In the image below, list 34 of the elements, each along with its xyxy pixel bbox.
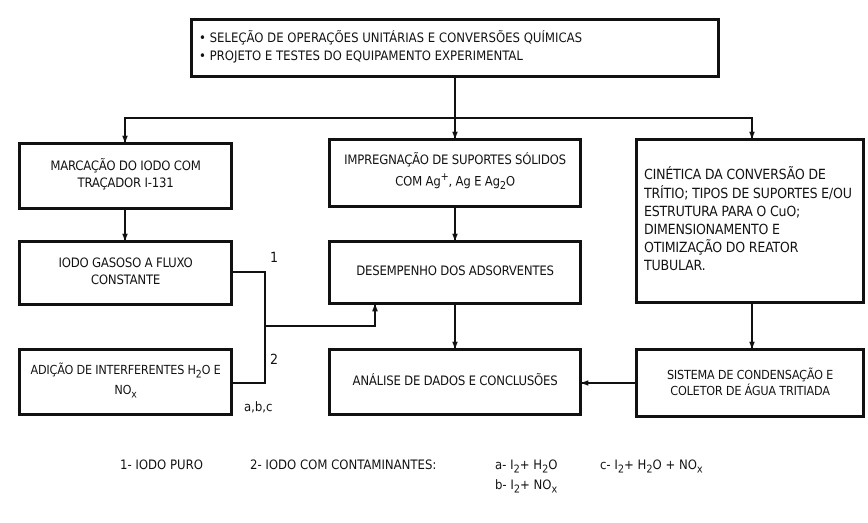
arrow bbox=[581, 380, 635, 386]
box-text: DESEMPENHO DOS ADSORVENTES bbox=[356, 264, 554, 281]
process-box bbox=[190, 18, 720, 78]
process-box bbox=[18, 240, 233, 306]
arrow bbox=[452, 208, 458, 241]
box-text: SISTEMA DE CONDENSAÇÃO E COLETOR DE ÁGUA TRITIADA bbox=[666, 366, 834, 400]
process-box bbox=[18, 142, 233, 210]
arrow bbox=[454, 78, 755, 139]
box-text: IODO GASOSO A FLUXO CONSTANTE bbox=[57, 256, 194, 290]
process-box bbox=[328, 348, 582, 416]
box-text: ADIÇÃO DE INTERFERENTES H$_{2}$O E NO$_{x}$ bbox=[29, 362, 222, 402]
note-text: b- I$_{2}$+ NO$_{x}$ bbox=[495, 478, 558, 496]
process-box bbox=[328, 240, 582, 305]
note-text: 1 bbox=[270, 250, 278, 266]
note-text: a,b,c bbox=[244, 400, 272, 415]
arrow bbox=[122, 210, 128, 241]
box-text: MARCAÇÃO DO IODO COM TRAÇADOR I-131 bbox=[49, 159, 202, 193]
box-text: CINÉTICA DA CONVERSÃO DE TRÍTIO; TIPOS DE SUPORTES E/OU ESTRUTURA PARA O CuO; DIMENSIONAMENTO E OTIMIZAÇÃO DO REATOR TUBULAR. bbox=[644, 166, 853, 276]
note-text: a- I$_{2}$+ H$_{2}$O bbox=[495, 458, 558, 476]
box-text: IMPREGNAÇÃO DE SUPORTES SÓLIDOS COM Ag$^{+}$, Ag E Ag$_{2}$O bbox=[343, 153, 567, 193]
note-text: 2- IODO COM CONTAMINANTES: bbox=[250, 458, 436, 473]
box-text: • PROJETO E TESTES DO EQUIPAMENTO EXPERIMENTAL bbox=[199, 48, 523, 66]
box-text: ANÁLISE DE DADOS E CONCLUSÕES bbox=[352, 374, 558, 390]
process-box bbox=[635, 348, 865, 418]
process-box bbox=[328, 138, 582, 208]
arrow bbox=[233, 304, 378, 384]
note-text: c- I$_{2}$+ H$_{2}$O + NO$_{x}$ bbox=[600, 458, 703, 476]
arrow bbox=[749, 304, 755, 349]
note-text: 2 bbox=[270, 352, 278, 368]
note-text: 1- IODO PURO bbox=[120, 458, 203, 473]
process-box bbox=[635, 138, 865, 304]
arrow bbox=[452, 305, 458, 349]
box-text: • SELEÇÃO DE OPERAÇÕES UNITÁRIAS E CONVERSÕES QUÍMICAS bbox=[199, 30, 582, 48]
process-box bbox=[18, 348, 233, 416]
